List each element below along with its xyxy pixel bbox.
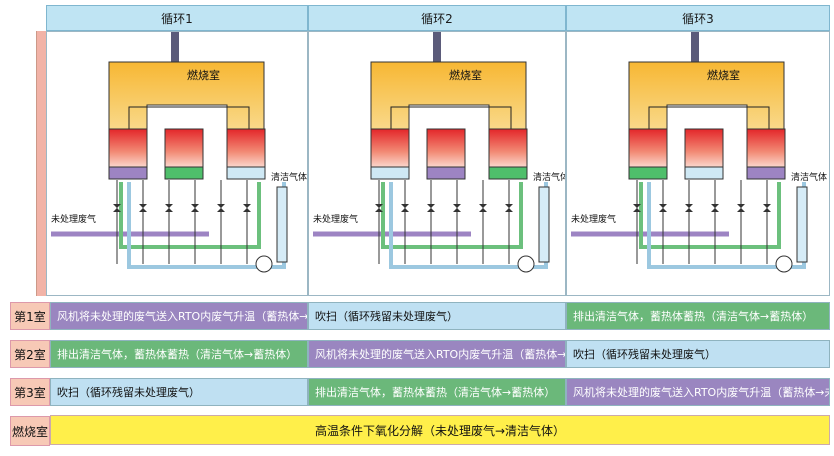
- chamber-base: [226, 166, 266, 180]
- valve-icon: [401, 204, 409, 212]
- valve-icon: [633, 204, 641, 212]
- valve-icon: [763, 204, 771, 212]
- regenerator-chamber: [426, 128, 466, 168]
- airflow-arrow: [648, 106, 770, 129]
- cycle-title: 循环3: [682, 11, 714, 26]
- regenerator-chamber: [226, 128, 266, 168]
- exhaust-stack: [796, 186, 808, 263]
- valve-icon: [139, 204, 147, 212]
- regenerator-chamber: [684, 128, 724, 168]
- row1-cycle2-cell: 吹扫（循环残留未处理废气）: [308, 302, 566, 330]
- fan-icon: [255, 255, 273, 273]
- regenerator-chamber: [164, 128, 204, 168]
- row-label-chamber-3: 第3室: [10, 378, 50, 406]
- valve-icon: [479, 204, 487, 212]
- burner-stack: [171, 32, 179, 62]
- fan-icon: [517, 255, 535, 273]
- combustion-chamber-label: 燃烧室: [187, 68, 220, 82]
- row-label-furnace: 燃烧室: [10, 416, 50, 446]
- valve-icon: [217, 204, 225, 212]
- clean-gas-label: 清洁气体: [533, 171, 565, 183]
- row3-cycle1-cell: 吹扫（循环残留未处理废气）: [50, 378, 308, 406]
- airflow-arrow: [128, 106, 250, 129]
- combustion-chamber-label: 燃烧室: [449, 68, 482, 82]
- cycle-header-3: 循环3: [566, 5, 830, 31]
- chamber-base: [488, 166, 528, 180]
- chamber-base: [108, 166, 148, 180]
- cycle-title: 循环2: [421, 11, 453, 26]
- regenerator-chamber: [488, 128, 528, 168]
- cycle-panel-3: 燃烧室未处理废气 清洁气体: [566, 31, 830, 296]
- valve-icon: [427, 204, 435, 212]
- clean-gas-pipe: [381, 182, 523, 249]
- cycle-panel-1: 燃烧室未处理废气 清洁气体: [46, 31, 308, 296]
- chamber-base: [370, 166, 410, 180]
- regenerator-chamber: [628, 128, 668, 168]
- row3-cycle3-cell: 风机将未处理的废气送入RTO内废气升温（蓄热体→未处理废气）: [566, 378, 830, 406]
- clean-gas-label: 清洁气体: [271, 171, 307, 183]
- valve-icon: [165, 204, 173, 212]
- chamber-base: [426, 166, 466, 180]
- row1-cycle1-cell: 风机将未处理的废气送入RTO内废气升温（蓄热体→未处理废气）: [50, 302, 308, 330]
- clean-gas-pipe: [639, 182, 781, 249]
- clean-gas-pipe: [119, 182, 261, 249]
- combustion-chamber-label: 燃烧室: [707, 68, 740, 82]
- row2-cycle1-cell: 排出清洁气体，蓄热体蓄热（清洁气体→蓄热体）: [50, 340, 308, 368]
- cycle-header-1: 循环1: [46, 5, 308, 31]
- valve-icon: [659, 204, 667, 212]
- chamber-base: [628, 166, 668, 180]
- valve-icon: [191, 204, 199, 212]
- regenerator-chamber: [370, 128, 410, 168]
- valve-icon: [453, 204, 461, 212]
- untreated-gas-label: 未处理废气: [571, 213, 616, 225]
- row-label-chamber-2: 第2室: [10, 340, 50, 368]
- cycle-title: 循环1: [161, 11, 193, 26]
- valve-icon: [375, 204, 383, 212]
- valve-icon: [685, 204, 693, 212]
- row3-cycle2-cell: 排出清洁气体，蓄热体蓄热（清洁气体→蓄热体）: [308, 378, 566, 406]
- burner-stack: [433, 32, 441, 62]
- cycle-header-2: 循环2: [308, 5, 566, 31]
- chamber-base: [684, 166, 724, 180]
- fan-icon: [775, 255, 793, 273]
- left-accent-strip: [36, 31, 47, 296]
- burner-stack: [691, 32, 699, 62]
- cycle-panel-2: 燃烧室未处理废气 清洁气体: [308, 31, 569, 296]
- row2-cycle3-cell: 吹扫（循环残留未处理废气）: [566, 340, 830, 368]
- exhaust-stack: [538, 186, 550, 263]
- valve-icon: [505, 204, 513, 212]
- airflow-arrow: [390, 106, 512, 129]
- row-label-chamber-1: 第1室: [10, 302, 50, 330]
- untreated-gas-label: 未处理废气: [51, 213, 96, 225]
- valve-icon: [113, 204, 121, 212]
- exhaust-stack: [276, 186, 288, 263]
- valve-icon: [711, 204, 719, 212]
- valve-icon: [737, 204, 745, 212]
- untreated-gas-label: 未处理废气: [313, 213, 358, 225]
- regenerator-chamber: [108, 128, 148, 168]
- row1-cycle3-cell: 排出清洁气体，蓄热体蓄热（清洁气体→蓄热体）: [566, 302, 830, 330]
- chamber-base: [746, 166, 786, 180]
- chamber-base: [164, 166, 204, 180]
- regenerator-chamber: [746, 128, 786, 168]
- valve-icon: [243, 204, 251, 212]
- clean-gas-label: 清洁气体: [791, 171, 827, 183]
- row2-cycle2-cell: 风机将未处理的废气送入RTO内废气升温（蓄热体→未处理废气）: [308, 340, 566, 368]
- furnace-description: 高温条件下氧化分解（未处理废气→清洁气体）: [50, 415, 830, 445]
